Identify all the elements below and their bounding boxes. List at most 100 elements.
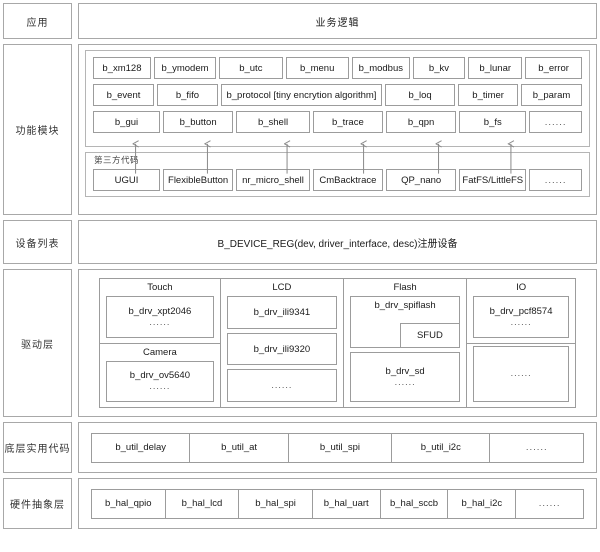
driver-group-touch: Touch b_drv_xpt2046......: [100, 279, 220, 343]
driver-box-b_drv_ili9341[interactable]: b_drv_ili9341: [226, 296, 337, 329]
hal-cell-3[interactable]: b_hal_uart: [311, 488, 381, 519]
driver-box-more[interactable]: ......: [473, 345, 569, 402]
driver-box-more[interactable]: ......: [226, 369, 337, 403]
module-cell-1-5[interactable]: b_param: [521, 84, 583, 106]
hal-cell-6[interactable]: ......: [515, 488, 585, 519]
hal-cell-0[interactable]: b_hal_qpio: [91, 488, 166, 519]
driver-box-b_drv_sd[interactable]: b_drv_sd......: [349, 352, 461, 402]
layer-label-device-list: 设备列表: [3, 220, 72, 264]
util-cell-1[interactable]: b_util_at: [189, 432, 289, 463]
module-cell-2-5[interactable]: b_fs: [459, 111, 527, 133]
module-cell-1-0[interactable]: b_event: [93, 84, 154, 106]
third-party-cell-2[interactable]: nr_micro_shell: [236, 169, 310, 191]
driver-column-lcd: LCD b_drv_ili9341 b_drv_ili9320......: [219, 278, 344, 408]
module-cell-2-3[interactable]: b_trace: [312, 111, 384, 133]
layer-label-application: 应用: [3, 3, 72, 39]
module-cell-0-3[interactable]: b_menu: [285, 57, 349, 79]
util-cell-3[interactable]: b_util_i2c: [391, 432, 491, 463]
driver-box-label: ......: [510, 368, 532, 379]
driver-column-io: IO b_drv_pcf8574............: [466, 278, 576, 408]
layer-driver: 驱动层 Touch b_drv_xpt2046...... Camera b_drv_…: [3, 269, 597, 417]
module-cell-2-0[interactable]: b_gui: [93, 111, 160, 133]
driver-box-b_drv_ov5640[interactable]: b_drv_ov5640......: [106, 360, 214, 402]
module-cell-0-7[interactable]: b_error: [525, 57, 582, 79]
driver-box-nested-sfud[interactable]: SFUD: [399, 323, 461, 348]
driver-group-title: IO: [516, 282, 527, 293]
layer-label-driver: 驱动层: [3, 269, 72, 417]
module-cell-1-1[interactable]: b_fifo: [156, 84, 218, 106]
module-cell-1-3[interactable]: b_loq: [384, 84, 456, 106]
module-cell-0-1[interactable]: b_ymodem: [153, 57, 217, 79]
layer-label-function-modules: 功能模块: [3, 44, 72, 215]
module-cell-0-5[interactable]: b_kv: [412, 57, 466, 79]
device-list-body: B_DEVICE_REG(dev, driver_interface, desc…: [78, 220, 597, 264]
driver-box-label: b_drv_ili9320: [253, 343, 311, 355]
driver-box-label: b_drv_ili9341: [253, 306, 311, 318]
driver-box-more: ......: [510, 316, 532, 327]
layer-device-list: 设备列表 B_DEVICE_REG(dev, driver_interface,…: [3, 220, 597, 264]
module-cell-1-2[interactable]: b_protocol [tiny encrytion algorithm]: [220, 84, 382, 106]
module-cell-2-2[interactable]: b_shell: [236, 111, 310, 133]
module-cell-2-6[interactable]: ......: [529, 111, 582, 133]
driver-group-title: Touch: [147, 282, 173, 293]
module-cell-2-1[interactable]: b_button: [163, 111, 234, 133]
driver-box-more: ......: [149, 316, 171, 327]
util-cell-0[interactable]: b_util_delay: [91, 432, 191, 463]
third-party-cell-6[interactable]: ......: [529, 169, 582, 191]
third-party-cell-0[interactable]: UGUI: [93, 169, 160, 191]
driver-box-more: ......: [149, 381, 171, 392]
module-cell-0-0[interactable]: b_xm128: [93, 57, 151, 79]
driver-group-io: IO b_drv_pcf8574......: [467, 279, 575, 343]
driver-box-label: b_drv_ov5640: [129, 370, 190, 382]
driver-box-label: b_drv_pcf8574: [489, 305, 553, 317]
driver-box-label: b_drv_sd: [385, 366, 425, 377]
module-cell-0-2[interactable]: b_utc: [219, 57, 283, 79]
driver-box-label: b_drv_xpt2046: [128, 305, 192, 317]
application-body: 业务逻辑: [78, 3, 597, 39]
driver-group-lcd: LCD b_drv_ili9341 b_drv_ili9320......: [221, 279, 343, 407]
device-reg-text: B_DEVICE_REG(dev, driver_interface, desc…: [217, 238, 458, 250]
module-cell-2-4[interactable]: b_qpn: [386, 111, 457, 133]
driver-column-touch-camera: Touch b_drv_xpt2046...... Camera b_drv_ov56…: [99, 278, 221, 408]
driver-box-b_drv_xpt2046[interactable]: b_drv_xpt2046......: [106, 296, 214, 338]
third-party-cell-3[interactable]: CmBacktrace: [312, 169, 384, 191]
business-logic-text: 业务逻辑: [315, 17, 360, 29]
third-party-label: 第三方代码: [94, 155, 140, 165]
driver-box-label: ......: [271, 380, 293, 391]
driver-group-title: Camera: [143, 346, 177, 358]
third-party-cell-1[interactable]: FlexibleButton: [163, 169, 234, 191]
driver-group-io-1: ......: [467, 342, 575, 408]
hal-cell-1[interactable]: b_hal_lcd: [164, 488, 240, 519]
hal-cell-5[interactable]: b_hal_i2c: [447, 488, 517, 519]
util-cell-2[interactable]: b_util_spi: [287, 432, 393, 463]
layer-label-hal: 硬件抽象层: [3, 478, 72, 529]
driver-box-b_drv_pcf8574[interactable]: b_drv_pcf8574......: [473, 296, 569, 338]
hal-cell-2[interactable]: b_hal_spi: [238, 488, 313, 519]
layer-label-low-level-util: 底层实用代码: [3, 422, 72, 473]
module-cell-1-4[interactable]: b_timer: [458, 84, 519, 106]
hal-cell-4[interactable]: b_hal_sccb: [379, 488, 449, 519]
third-party-cell-5[interactable]: FatFS/LittleFS: [459, 169, 527, 191]
module-cell-0-4[interactable]: b_modbus: [351, 57, 410, 79]
driver-box-b_drv_ili9320[interactable]: b_drv_ili9320: [226, 332, 337, 366]
driver-box-label: b_drv_spiflash: [374, 300, 436, 311]
driver-box-more: ......: [394, 377, 416, 387]
driver-group-title: LCD: [272, 282, 292, 293]
util-cell-4[interactable]: ......: [489, 432, 585, 463]
third-party-cell-4[interactable]: QP_nano: [386, 169, 457, 191]
module-cell-0-6[interactable]: b_lunar: [468, 57, 523, 79]
